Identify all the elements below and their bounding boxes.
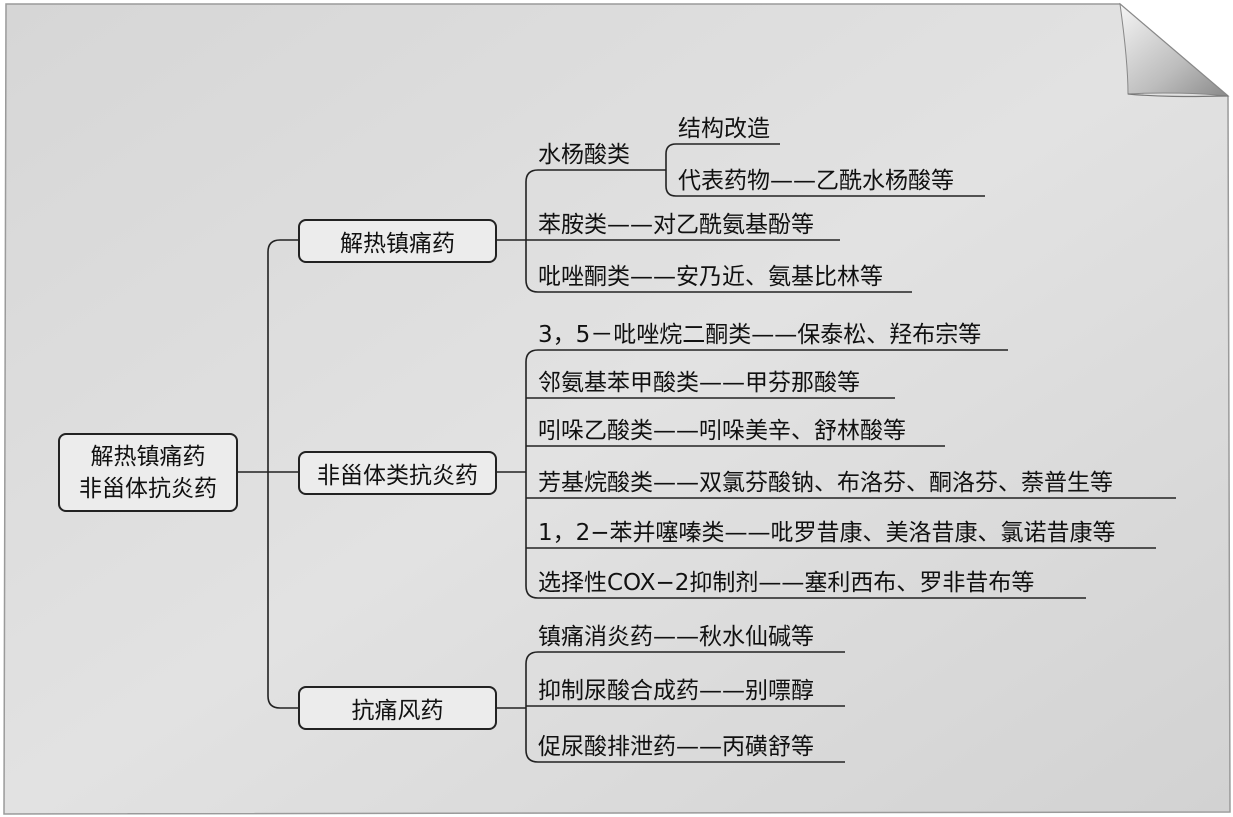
- leaf-anthranilic-acids: 邻氨基苯甲酸类——甲芬那酸等: [538, 370, 860, 396]
- root-label-line2: 非甾体抗炎药: [79, 475, 217, 502]
- leaf-uric-acid-synthesis-inhibitor: 抑制尿酸合成药——别嘌醇: [538, 678, 814, 704]
- leaf-uricosuric: 促尿酸排泄药——丙磺舒等: [538, 734, 814, 760]
- leaf-analgesic-antiinflammatory: 镇痛消炎药——秋水仙碱等: [538, 624, 814, 650]
- branch-node-antipyretic: 解热镇痛药: [298, 219, 497, 263]
- leaf-pyrazolidinediones: 3，5－吡唑烷二酮类——保泰松、羟布宗等: [538, 322, 982, 348]
- branch-node-antigout: 抗痛风药: [298, 686, 497, 730]
- leaf-cox2-inhibitors: 选择性COX−2抑制剂——塞利西布、罗非昔布等: [538, 570, 1035, 596]
- leaf-structure-modification: 结构改造: [678, 116, 770, 142]
- leaf-pyrazolones: 吡唑酮类——安乃近、氨基比林等: [538, 264, 883, 290]
- branch-label: 非甾体类抗炎药: [317, 463, 478, 489]
- root-label-line1: 解热镇痛药: [90, 443, 206, 470]
- leaf-salicylates: 水杨酸类: [538, 142, 630, 168]
- leaf-indoleacetic-acids: 吲哚乙酸类——吲哚美辛、舒林酸等: [538, 418, 906, 444]
- branch-label: 抗痛风药: [351, 698, 444, 724]
- branch-node-nsaid: 非甾体类抗炎药: [298, 451, 497, 495]
- leaf-arylalkanoic-acids: 芳基烷酸类——双氯芬酸钠、布洛芬、酮洛芬、萘普生等: [538, 470, 1113, 496]
- leaf-anilines: 苯胺类——对乙酰氨基酚等: [538, 212, 814, 238]
- leaf-benzothiazines: 1，2−苯并噻嗪类——吡罗昔康、美洛昔康、氯诺昔康等: [538, 520, 1116, 546]
- leaf-representative-drug: 代表药物——乙酰水杨酸等: [678, 168, 954, 194]
- branch-label: 解热镇痛药: [340, 231, 455, 257]
- root-node: 解热镇痛药 非甾体抗炎药: [58, 433, 238, 512]
